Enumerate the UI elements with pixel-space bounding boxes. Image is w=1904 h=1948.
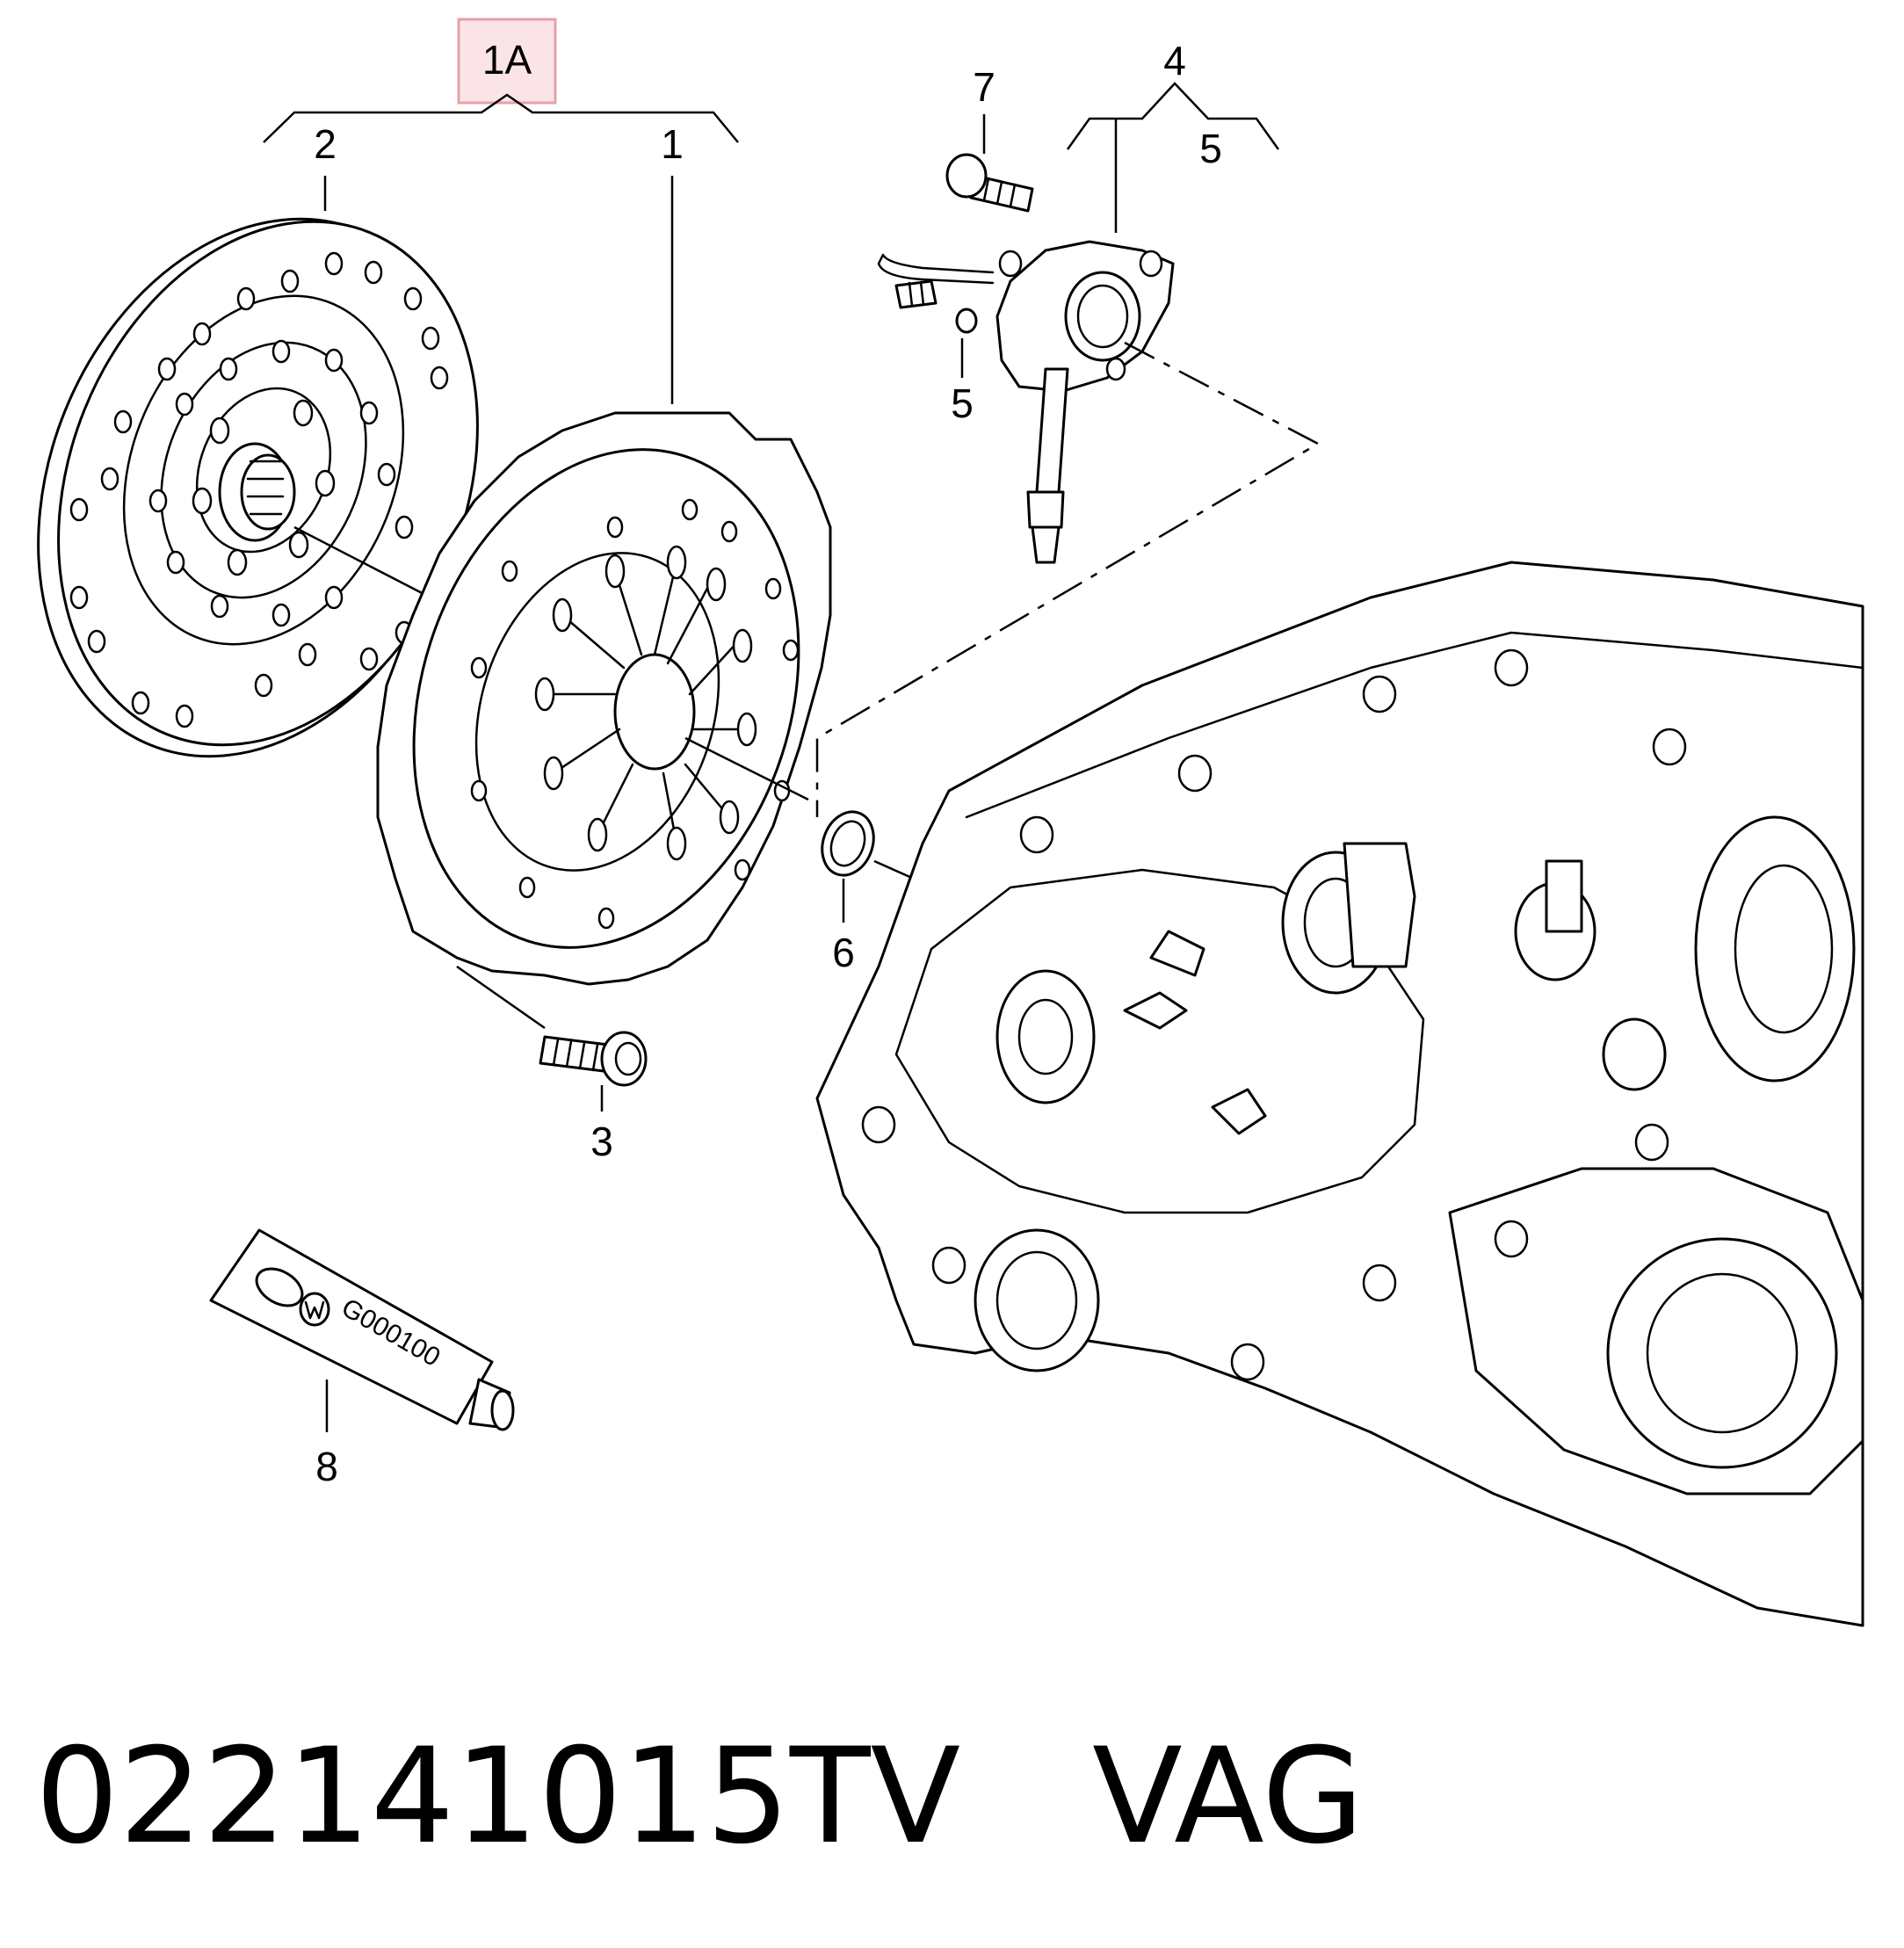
ring-axis-line	[873, 859, 915, 880]
part-number: 022141015TV	[35, 1720, 961, 1873]
callout-1a-bracket	[263, 93, 739, 143]
gearbox-housing	[815, 561, 1864, 1627]
slave-cylinder-bolt[interactable]	[945, 153, 1034, 213]
callout-7-label: 7	[973, 64, 995, 110]
callout-3-label: 3	[590, 1119, 613, 1164]
callout-2[interactable]: 2	[314, 121, 337, 211]
grease-tube[interactable]: Audi G000100	[209, 1228, 515, 1431]
plate-axis-line	[684, 736, 809, 801]
callout-5-top-label: 5	[1199, 126, 1222, 171]
callout-2-label: 2	[314, 121, 337, 167]
part-number-footer: 022141015TV VAG	[35, 1696, 1364, 1898]
callout-1a-label: 1A	[482, 37, 532, 83]
clutch-disc[interactable]	[0, 154, 553, 822]
bolt-axis-line	[456, 965, 546, 1030]
callout-6-label: 6	[832, 930, 855, 975]
callout-5-lower[interactable]: 5	[951, 338, 974, 426]
concentric-slave-cylinder[interactable]	[877, 240, 1175, 564]
callout-1[interactable]: 1	[661, 121, 684, 404]
clutch-disc-splined-hub	[218, 442, 296, 542]
callout-4-label: 4	[1163, 38, 1186, 83]
brand-name: VAG	[1092, 1720, 1365, 1873]
callout-1a-highlight-box	[457, 18, 557, 105]
disc-axis-line	[293, 525, 431, 599]
callout-1-label: 1	[661, 121, 684, 167]
slave-cylinder-axis-line	[815, 341, 1321, 817]
callout-1a-group[interactable]: 1A	[263, 18, 739, 143]
o-ring[interactable]	[814, 805, 882, 883]
seal-washer[interactable]	[955, 308, 978, 334]
callout-4-bracket[interactable]: 4	[1066, 38, 1280, 233]
pressure-plate-bolt[interactable]	[539, 1031, 648, 1087]
callout-6[interactable]: 6	[832, 879, 855, 975]
callout-5-lower-label: 5	[951, 380, 974, 426]
audi-logo	[255, 1267, 304, 1307]
callout-5-top[interactable]: 5	[1199, 126, 1222, 171]
callout-8[interactable]: 8	[315, 1380, 338, 1489]
callout-8-label: 8	[315, 1444, 338, 1489]
callout-3[interactable]: 3	[590, 1085, 613, 1164]
callout-7[interactable]: 7	[973, 64, 995, 154]
pressure-plate[interactable]	[352, 399, 861, 997]
housing-bolt-holes	[861, 648, 1687, 1381]
diaphragm-spring-fingers	[534, 545, 757, 861]
